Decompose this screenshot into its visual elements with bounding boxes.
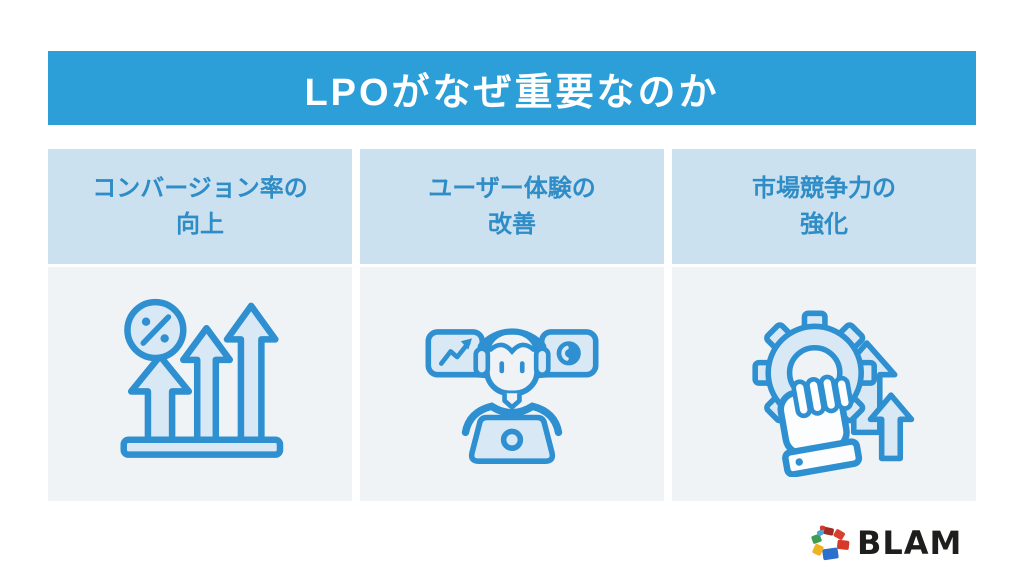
brand-logo: BLAM: [810, 520, 962, 566]
card-conversion-rate: コンバージョン率の向上: [48, 149, 352, 501]
card-user-experience-body: [360, 267, 664, 501]
card-market-competitiveness-header: 市場競争力の強化: [672, 149, 976, 264]
card-market-competitiveness: 市場競争力の強化: [672, 149, 976, 501]
blam-logo-mark-icon: [811, 525, 850, 561]
card-market-competitiveness-title: 市場競争力の強化: [752, 174, 896, 238]
cards-row: コンバージョン率の向上: [48, 149, 976, 501]
growth-arrows-percent-icon: [120, 298, 284, 458]
card-user-experience-header: ユーザー体験の改善: [360, 149, 664, 264]
card-conversion-rate-header: コンバージョン率の向上: [48, 149, 352, 264]
card-conversion-rate-title: コンバージョン率の向上: [92, 174, 308, 238]
fist-gear-growth-icon: [752, 310, 915, 477]
card-user-experience-title: ユーザー体験の改善: [428, 174, 596, 238]
blam-logo-text: BLAM: [857, 524, 963, 562]
page-title: LPOがなぜ重要なのか: [304, 71, 720, 114]
support-agent-laptop-icon: [425, 328, 599, 464]
card-conversion-rate-body: [48, 267, 352, 501]
title-banner: LPOがなぜ重要なのか: [48, 51, 976, 125]
card-market-competitiveness-body: [672, 267, 976, 501]
card-user-experience: ユーザー体験の改善: [360, 149, 664, 501]
